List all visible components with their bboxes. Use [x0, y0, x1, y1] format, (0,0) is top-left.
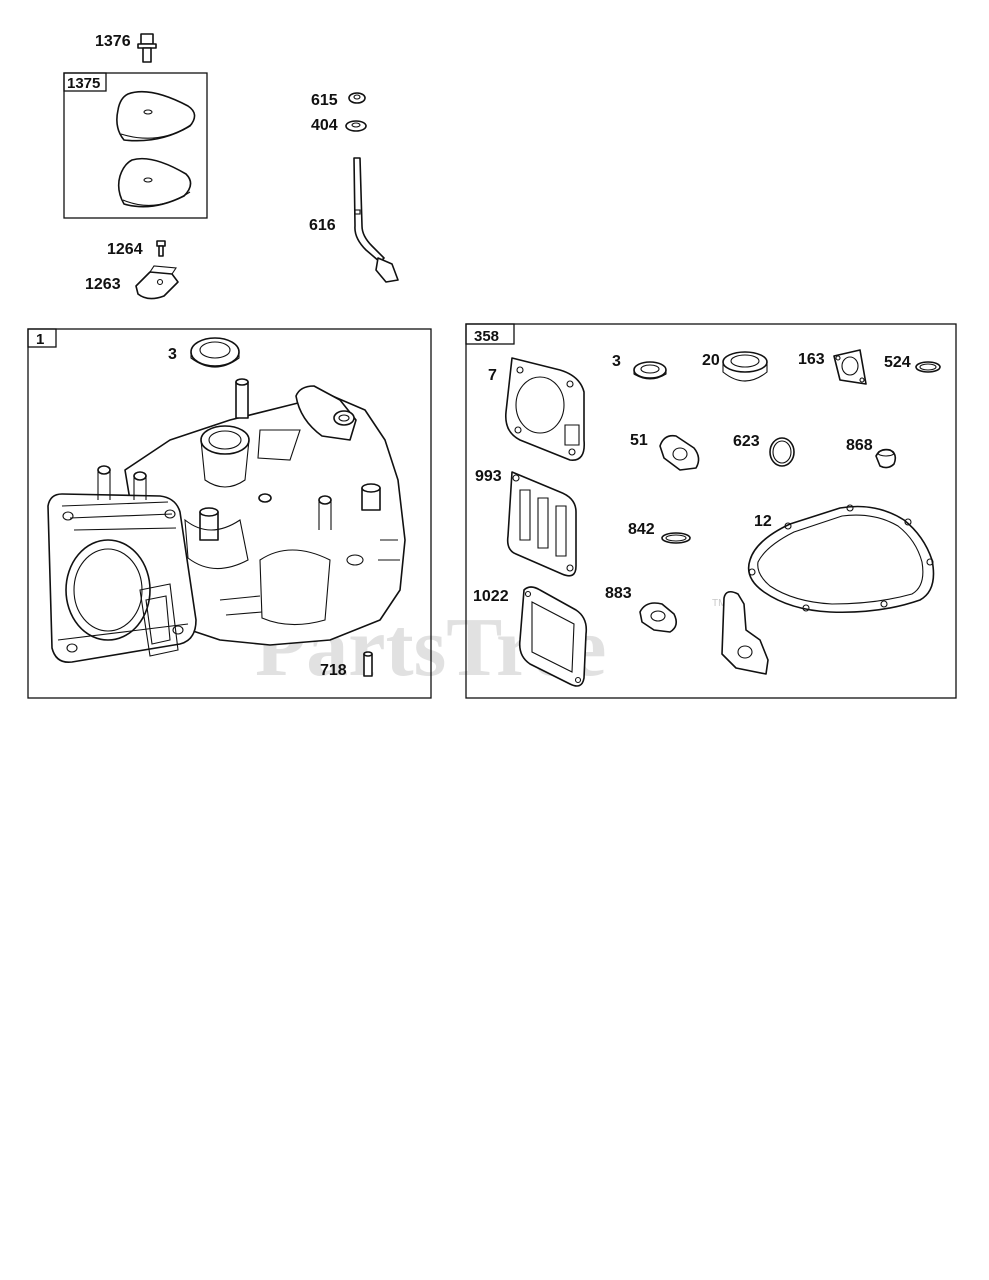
part-842-o-ring[interactable]	[661, 532, 691, 544]
part-20-seal[interactable]	[722, 351, 768, 382]
callout-524: 524	[884, 354, 911, 371]
part-1263-bracket[interactable]	[135, 265, 179, 300]
callout-12: 12	[754, 513, 772, 530]
part-404-washer[interactable]	[345, 120, 367, 132]
callout-623: 623	[733, 433, 760, 450]
part-718-dowel-pin[interactable]	[363, 651, 373, 677]
part-883-gasket[interactable]	[639, 602, 678, 633]
part-623-o-ring[interactable]	[769, 437, 795, 467]
watermark-trademark: TM	[712, 598, 726, 609]
callout-868: 868	[846, 437, 873, 454]
callout-1264: 1264	[107, 241, 143, 258]
part-1264-screw[interactable]	[156, 240, 166, 257]
part-3-oil-seal[interactable]	[190, 337, 240, 368]
part-1376-bolt[interactable]	[137, 33, 157, 63]
group-1-label: 1	[36, 331, 44, 348]
callout-7: 7	[488, 367, 497, 384]
part-1-cylinder-block[interactable]	[47, 378, 406, 664]
callout-51: 51	[630, 432, 648, 449]
part-163-gasket[interactable]	[833, 349, 867, 385]
callout-3-group358: 3	[612, 353, 621, 370]
group-358-label: 358	[474, 328, 499, 345]
part-1022-gasket[interactable]	[518, 586, 588, 687]
callout-1376: 1376	[95, 33, 131, 50]
part-12-crankcase-gasket[interactable]	[747, 504, 935, 614]
part-1375-cover-upper[interactable]	[116, 90, 196, 142]
callout-616: 616	[309, 217, 336, 234]
part-868-plug[interactable]	[875, 448, 897, 469]
group-1-box: 1	[27, 328, 432, 699]
callout-883: 883	[605, 585, 632, 602]
part-3-seal-kit[interactable]	[633, 361, 667, 380]
callout-842: 842	[628, 521, 655, 538]
part-air-cleaner-bracket-gasket[interactable]	[721, 590, 769, 675]
callout-3-group1: 3	[168, 346, 177, 363]
callout-718: 718	[320, 662, 347, 679]
callout-993: 993	[475, 468, 502, 485]
callout-1022: 1022	[473, 588, 509, 605]
part-524-o-ring[interactable]	[915, 361, 941, 373]
callout-163: 163	[798, 351, 825, 368]
part-993-gasket[interactable]	[506, 471, 577, 577]
callout-404: 404	[311, 117, 338, 134]
callout-1263: 1263	[85, 276, 121, 293]
part-51-gasket[interactable]	[659, 434, 700, 471]
group-1375-box: 1375	[63, 72, 208, 219]
callout-615: 615	[311, 92, 338, 109]
part-7-head-gasket[interactable]	[504, 357, 586, 461]
part-615-nut[interactable]	[348, 92, 366, 104]
group-358-box: 358	[465, 323, 957, 699]
part-1375-cover-lower[interactable]	[117, 157, 192, 208]
part-616-rod[interactable]	[353, 157, 399, 283]
callout-20: 20	[702, 352, 720, 369]
group-1375-label: 1375	[67, 75, 100, 92]
